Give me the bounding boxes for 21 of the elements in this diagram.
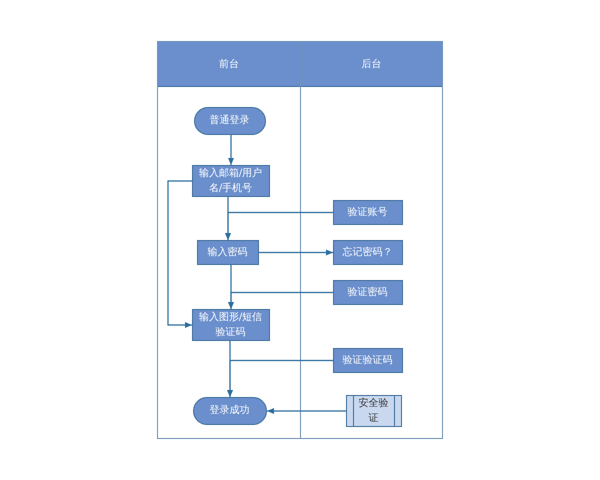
- process-box: 验证验证码: [332, 348, 402, 372]
- process-box: 忘记密码？: [332, 240, 402, 264]
- process-box: 输入邮箱/用户名/手机号: [192, 164, 270, 196]
- swimlane: [157, 41, 301, 439]
- lane-header: 后台: [301, 42, 442, 87]
- process-box: 验证账号: [332, 200, 402, 224]
- subroutine-box: 安全验证: [346, 394, 402, 426]
- arrow: [227, 360, 333, 397]
- arrow: [259, 250, 333, 256]
- arrow: [225, 212, 333, 240]
- arrow: [228, 292, 333, 309]
- process-box: 输入密码: [196, 240, 258, 264]
- arrow: [267, 408, 346, 414]
- swimlane: [300, 41, 443, 439]
- arrow: [228, 135, 234, 165]
- terminal-node: 普通登录: [194, 106, 266, 134]
- arrow: [167, 180, 192, 328]
- terminal-node: 登录成功: [192, 396, 266, 424]
- lane-header: 前台: [158, 42, 300, 87]
- process-box: 验证密码: [332, 280, 402, 304]
- process-box: 输入图形/短信验证码: [192, 308, 270, 340]
